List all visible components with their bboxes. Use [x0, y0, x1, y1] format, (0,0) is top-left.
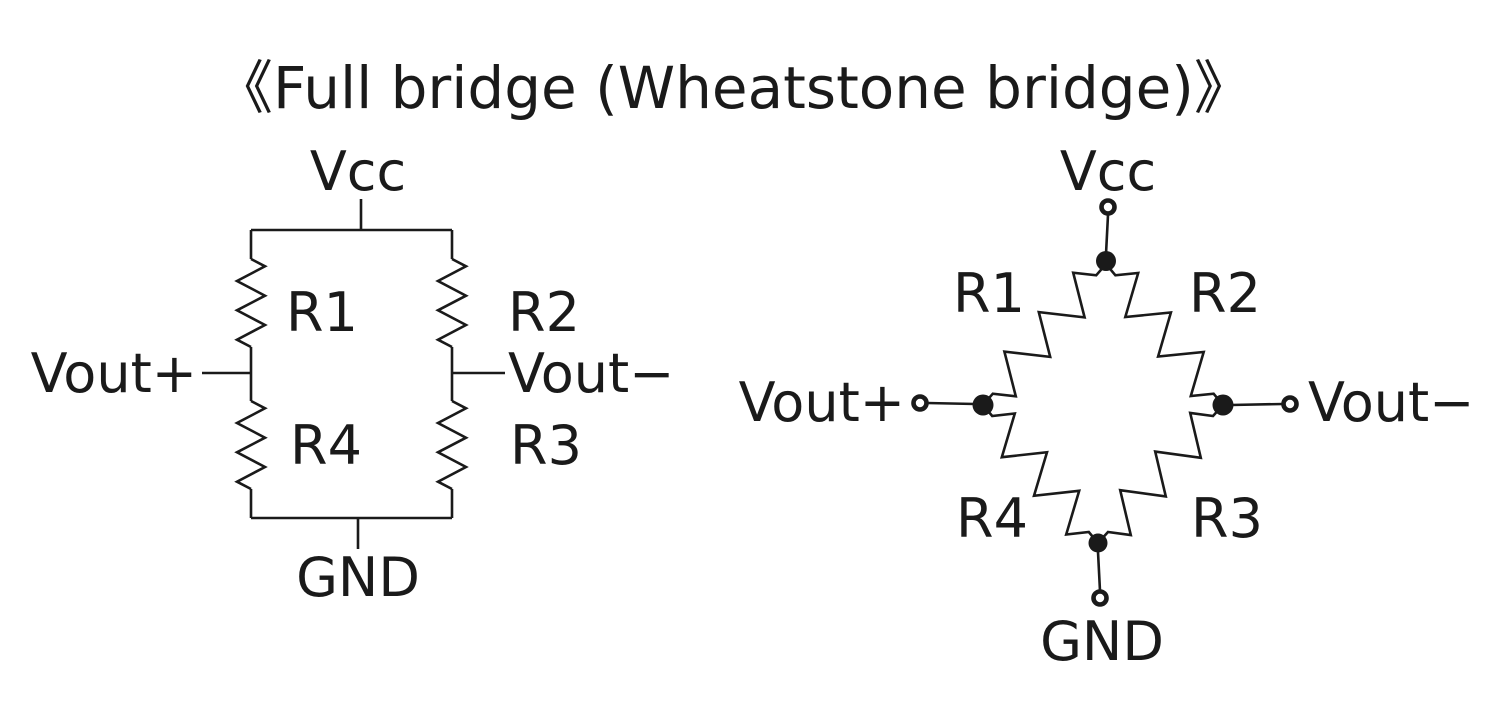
left-vcc-label: Vcc: [310, 140, 406, 203]
right-vout-plus-label: Vout+: [739, 371, 905, 434]
resistor-r4-symbol: [234, 399, 268, 491]
left-r2-label: R2: [508, 281, 580, 344]
resistor-r2-symbol: [1105, 263, 1224, 406]
right-r1-label: R1: [953, 262, 1025, 325]
vout-plus-terminal-circle: [911, 394, 929, 412]
bottom-junction-dot: [1088, 533, 1108, 553]
vcc-terminal-circle: [1099, 198, 1117, 216]
resistor-r2-symbol: [435, 257, 469, 349]
right-vout-minus-label: Vout−: [1308, 371, 1474, 434]
right-vcc-label: Vcc: [1060, 140, 1156, 203]
resistor-r3-symbol: [435, 399, 469, 491]
resistor-r1-symbol: [234, 257, 268, 349]
figure-title: 《Full bridge (Wheatstone bridge)》: [215, 54, 1252, 122]
right-r4-label: R4: [956, 487, 1028, 550]
right-r2-label: R2: [1189, 262, 1261, 325]
resistor-r3-symbol: [1097, 404, 1224, 544]
right-bridge-schematic: Vcc R1 R2 Vout+ Vout− R4 R3 GND: [739, 140, 1475, 673]
resistor-r4-symbol: [982, 404, 1099, 544]
left-vout-minus-label: Vout−: [508, 342, 674, 405]
resistor-r1-symbol: [982, 263, 1107, 406]
top-junction-dot: [1096, 251, 1116, 271]
gnd-terminal-circle: [1091, 589, 1109, 607]
right-gnd-label: GND: [1040, 610, 1164, 673]
vout-minus-terminal-circle: [1281, 395, 1299, 413]
left-r1-label: R1: [286, 281, 358, 344]
left-wire-frame: [202, 199, 505, 549]
left-gnd-label: GND: [296, 546, 420, 609]
right-terminal-wires: [926, 214, 1284, 592]
left-vout-plus-label: Vout+: [31, 342, 197, 405]
left-r4-label: R4: [290, 414, 362, 477]
right-junction-dot: [1212, 394, 1234, 416]
left-r3-label: R3: [510, 414, 582, 477]
left-bridge-schematic: Vcc R1 R2 Vout+ Vout− R4 R3 GND: [31, 140, 675, 609]
right-r3-label: R3: [1191, 487, 1263, 550]
left-junction-dot: [972, 394, 994, 416]
